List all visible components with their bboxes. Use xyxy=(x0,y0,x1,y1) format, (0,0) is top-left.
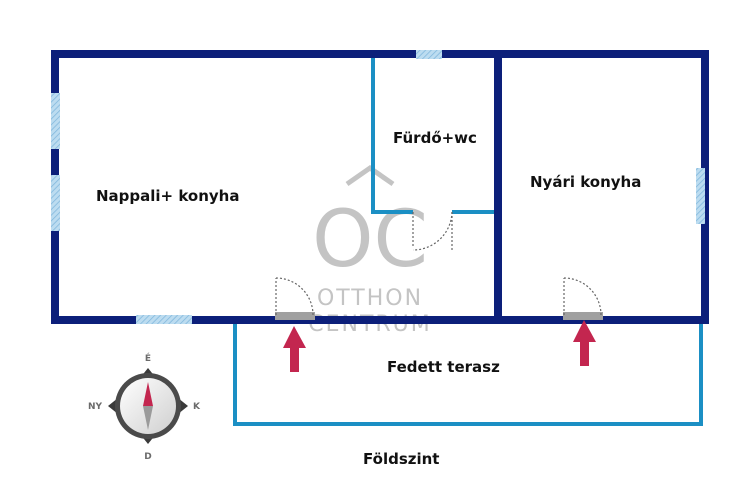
terrace-outline xyxy=(233,318,703,426)
windows xyxy=(51,50,705,324)
otthon-centrum-logo: OC OTTHON CENTRUM xyxy=(308,164,432,337)
door-bathroom xyxy=(412,211,453,251)
room-label-summer-kitchen: Nyári konyha xyxy=(530,173,641,191)
room-label-terrace: Fedett terasz xyxy=(387,358,500,376)
window-bottom xyxy=(136,315,192,324)
logo-monogram: OC xyxy=(312,195,428,285)
window-left-upper xyxy=(51,93,60,149)
entry-arrows xyxy=(283,320,596,372)
window-top xyxy=(416,50,442,59)
compass-icon: É D K NY xyxy=(88,352,201,462)
logo-line1: OTTHON xyxy=(317,286,423,311)
door-summer-kitchen xyxy=(563,277,603,320)
door-living xyxy=(275,277,315,320)
entry-arrow-icon xyxy=(283,326,306,372)
room-label-bathroom: Fürdő+wc xyxy=(393,129,477,147)
compass-east: K xyxy=(193,402,201,412)
bathroom-walls xyxy=(371,58,495,214)
entry-arrow-icon xyxy=(573,320,596,366)
logo-line2: CENTRUM xyxy=(308,312,432,337)
compass-north: É xyxy=(145,352,151,364)
compass-west: NY xyxy=(88,402,103,412)
compass-south: D xyxy=(144,452,151,462)
window-left-lower xyxy=(51,175,60,231)
logo-roof-icon xyxy=(345,164,395,187)
floor-label: Földszint xyxy=(363,450,439,468)
doors xyxy=(275,211,603,320)
window-right xyxy=(696,168,705,224)
room-label-living: Nappali+ konyha xyxy=(96,187,239,205)
